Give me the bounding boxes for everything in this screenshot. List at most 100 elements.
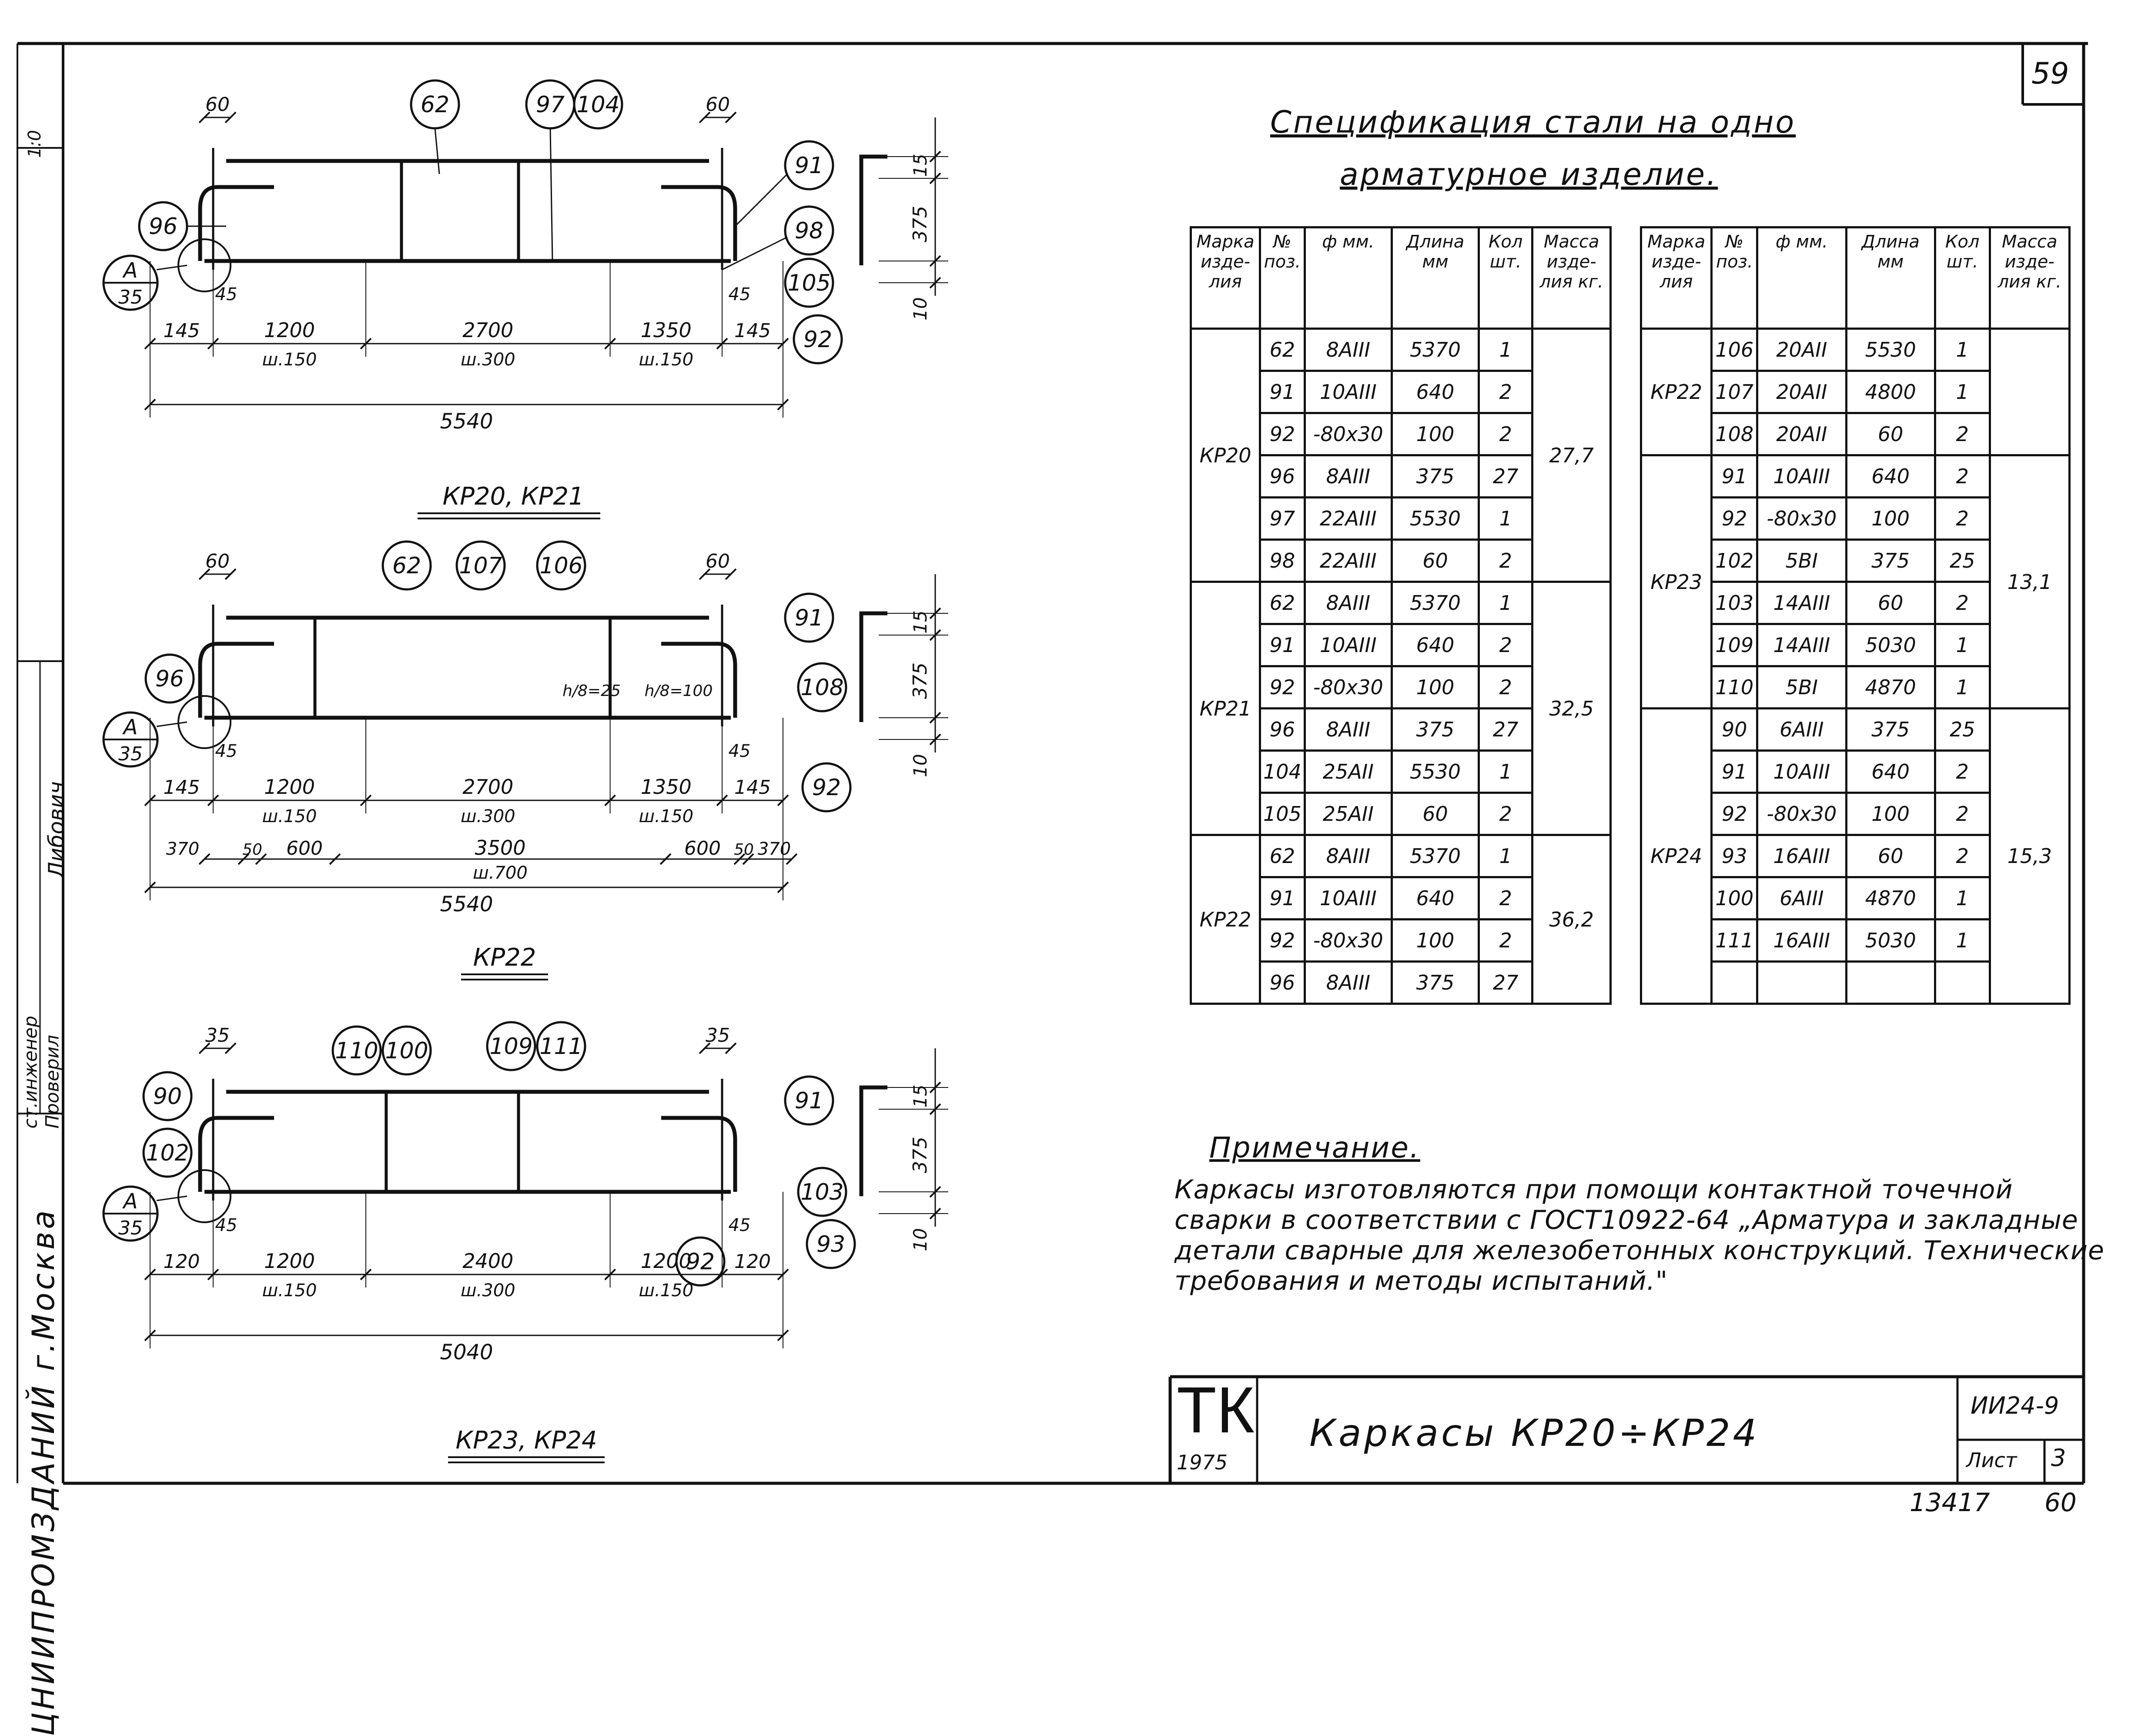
dim-label: 1200 <box>264 1249 315 1273</box>
dim-label: 370 <box>758 839 791 859</box>
dim-label: 1350 <box>641 775 692 799</box>
table-cell: 100 <box>1390 665 1480 709</box>
balloon-label: 97 <box>536 92 565 118</box>
dim-label: 375 <box>909 662 931 699</box>
column-header: ф мм. <box>1303 226 1393 330</box>
spec-title-line2: арматурное изделие. <box>1340 157 1718 192</box>
dim-tick <box>929 733 941 746</box>
balloon-label: 90 <box>153 1084 182 1110</box>
table-cell: 10AIII <box>1756 749 1847 794</box>
dim-label: 50 <box>242 841 262 859</box>
dim-label: 120 <box>164 1251 200 1273</box>
dim-tick <box>929 712 941 724</box>
column-header: № поз. <box>1710 226 1759 330</box>
dim-label: 45 <box>729 741 751 761</box>
dim-tick <box>929 172 941 184</box>
sheet-frame <box>17 42 2088 1485</box>
balloon-label: 98 <box>795 218 823 244</box>
table-cell: 109 <box>1710 623 1759 667</box>
dim-label: 45 <box>729 284 751 304</box>
end-hook-right <box>661 642 737 718</box>
table-cell: 16AIII <box>1756 834 1847 878</box>
table-cell: 2 <box>1934 749 1991 794</box>
table-cell: 5370 <box>1390 834 1480 878</box>
dim-tick <box>786 853 798 865</box>
mass-cell: 36,2 <box>1531 834 1612 1005</box>
table-cell: 10AIII <box>1303 623 1393 667</box>
position-balloon <box>455 540 506 591</box>
table-cell: 5370 <box>1390 328 1480 372</box>
dim-tick <box>238 853 250 865</box>
table-cell: 25AII <box>1303 749 1393 794</box>
balloon-label: 100 <box>385 1038 428 1064</box>
stamp-tk: ТК <box>1177 1373 1255 1446</box>
drawing-caption: КР22 <box>473 943 536 972</box>
table-cell: 1 <box>1934 876 1991 920</box>
table-cell: 10AIII <box>1303 876 1393 920</box>
dim-label: 60 <box>205 550 230 572</box>
dim-label: ш.150 <box>262 1281 317 1301</box>
dim-label: 5540 <box>440 409 493 434</box>
position-balloon <box>784 592 834 643</box>
dim-label: 45 <box>729 1215 751 1235</box>
dim-tick <box>725 111 737 124</box>
balloon-label: 104 <box>576 92 619 118</box>
dim-label: 1200 <box>641 1249 692 1273</box>
table-cell: 111 <box>1710 918 1759 963</box>
drawing-caption: КР20, КР21 <box>442 482 584 511</box>
position-balloon <box>784 140 834 191</box>
dim-label: 600 <box>286 837 323 860</box>
dim-label: 375 <box>909 1137 931 1173</box>
detail-circle <box>177 1169 231 1223</box>
position-balloon <box>797 662 847 712</box>
column-header: Длина мм <box>1390 226 1480 330</box>
table-cell: 100 <box>1845 496 1936 541</box>
dim-label: 10 <box>910 297 931 320</box>
table-cell: 2 <box>1934 834 1991 878</box>
dim-label: 1200 <box>264 775 315 799</box>
section-letter: А <box>122 715 138 739</box>
position-balloon <box>793 314 843 365</box>
dim-label: 5540 <box>440 892 493 917</box>
mark-cell: КР22 <box>1189 834 1261 1005</box>
table-cell: 104 <box>1259 749 1306 794</box>
section-sheet: 35 <box>118 743 143 765</box>
table-cell: 5030 <box>1845 623 1936 667</box>
table-cell: 91 <box>1259 370 1306 414</box>
dim-label: 2700 <box>462 318 513 342</box>
balloon-label: 106 <box>539 553 582 579</box>
table-cell: 5530 <box>1845 328 1936 372</box>
dim-label: ш.150 <box>639 350 693 370</box>
dim-tick <box>255 853 267 865</box>
table-cell: 20AII <box>1756 328 1847 372</box>
balloon-label: 103 <box>800 1179 843 1205</box>
table-cell: 97 <box>1259 496 1306 541</box>
leader-line <box>734 173 788 227</box>
dim-tick <box>198 853 211 865</box>
dim-label: 3500 <box>475 836 525 860</box>
table-cell: -80x30 <box>1303 412 1393 456</box>
dim-tick <box>207 1268 219 1281</box>
mark-cell: КР21 <box>1189 581 1261 836</box>
table-cell: 5BI <box>1756 539 1847 583</box>
column-header: Длина мм <box>1845 226 1936 330</box>
table-cell: 60 <box>1390 539 1480 583</box>
dim-tick <box>360 794 372 806</box>
table-cell: 2 <box>1934 454 1991 498</box>
table-cell: 2 <box>1934 581 1991 625</box>
position-balloon <box>784 258 834 308</box>
balloon-label: 110 <box>335 1038 378 1064</box>
position-balloon <box>536 1021 586 1071</box>
dim-tick <box>733 853 746 865</box>
